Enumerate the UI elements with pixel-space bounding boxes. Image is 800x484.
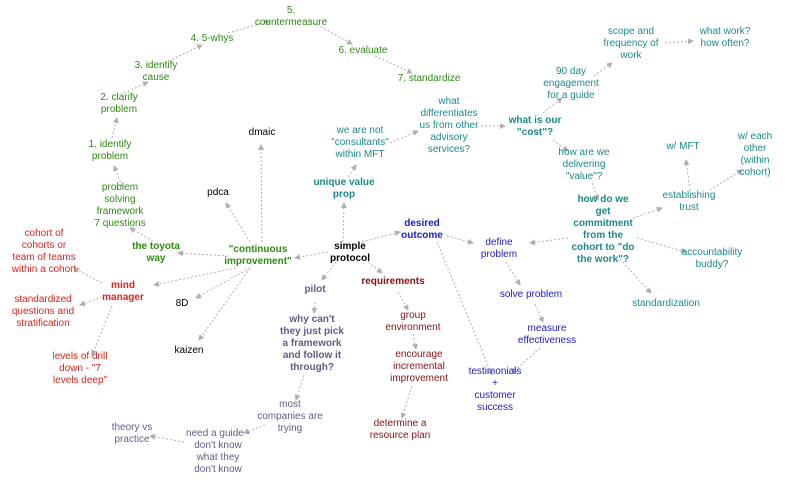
connector-line bbox=[347, 164, 357, 178]
node-toyota-way[interactable]: the toyota way bbox=[132, 241, 180, 264]
node-what-differentiates[interactable]: what differentiates us from other adviso… bbox=[419, 96, 479, 155]
node-step-identify-problem[interactable]: 1. identify problem bbox=[88, 139, 132, 162]
connector-line bbox=[129, 227, 154, 242]
connector-line bbox=[400, 385, 413, 419]
node-step-standardize[interactable]: 7. standardize bbox=[397, 73, 461, 84]
connector-line bbox=[111, 117, 119, 139]
connector-line bbox=[397, 291, 409, 311]
node-what-is-our-cost[interactable]: what is our "cost"? bbox=[508, 115, 562, 138]
connector-line bbox=[340, 202, 347, 243]
connector-line bbox=[225, 202, 251, 243]
node-simple-protocol[interactable]: simple protocol bbox=[330, 241, 370, 264]
connector-line bbox=[123, 81, 149, 94]
connector-line bbox=[412, 333, 418, 350]
node-pilot[interactable]: pilot bbox=[304, 284, 326, 295]
node-with-mft[interactable]: w/ MFT bbox=[666, 141, 700, 152]
connector-line bbox=[294, 251, 329, 261]
node-get-commitment[interactable]: how do we get commitment from the cohort… bbox=[571, 194, 635, 265]
node-standardized-questions[interactable]: standardized questions and stratificatio… bbox=[11, 294, 75, 329]
connector-line bbox=[664, 38, 694, 45]
connector-line bbox=[683, 159, 691, 191]
node-encourage-improvement[interactable]: encourage incremental improvement bbox=[390, 349, 448, 384]
node-not-consultants[interactable]: we are not "consultants" within MFT bbox=[331, 125, 389, 160]
node-kaizen[interactable]: kaizen bbox=[174, 345, 204, 356]
node-continuous-improvement[interactable]: "continuous improvement" bbox=[224, 244, 292, 267]
connector-line bbox=[636, 237, 687, 254]
connector-line bbox=[164, 44, 203, 64]
connector-line bbox=[258, 144, 265, 243]
node-testimonials[interactable]: testimonials + customer success bbox=[468, 366, 522, 413]
connector-line bbox=[113, 165, 123, 187]
node-step-5-whys[interactable]: 4. 5-whys bbox=[190, 33, 234, 44]
node-accountability-buddy[interactable]: accountability buddy? bbox=[681, 247, 743, 270]
connector-line bbox=[505, 261, 521, 286]
connector-line bbox=[311, 301, 318, 314]
node-establishing-trust[interactable]: establishing trust bbox=[662, 190, 716, 213]
connector-line bbox=[177, 250, 229, 257]
node-most-companies[interactable]: most companies are trying bbox=[257, 399, 323, 434]
node-measure-effectiveness[interactable]: measure effectiveness bbox=[517, 323, 577, 346]
node-resource-plan[interactable]: determine a resource plan bbox=[369, 418, 431, 441]
node-step-evaluate[interactable]: 6. evaluate bbox=[338, 45, 388, 56]
node-group-environment[interactable]: group environment bbox=[385, 310, 441, 333]
node-step-identify-cause[interactable]: 3. identify cause bbox=[134, 60, 178, 83]
node-theory-vs-practice[interactable]: theory vs practice bbox=[111, 422, 153, 445]
connector-line bbox=[361, 230, 401, 243]
node-dmaic[interactable]: dmaic bbox=[248, 127, 276, 138]
node-step-clarify-problem[interactable]: 2. clarify problem bbox=[100, 92, 138, 115]
node-scope-and-frequency[interactable]: scope and frequency of work bbox=[603, 26, 659, 61]
node-mind-manager[interactable]: mind manager bbox=[102, 280, 144, 303]
connector-line bbox=[374, 55, 413, 74]
connector-line bbox=[79, 296, 103, 307]
node-unique-value-prop[interactable]: unique value prop bbox=[313, 177, 375, 200]
node-levels-of-drill-down[interactable]: levels of drill down - "7 levels deep" bbox=[52, 351, 108, 386]
node-desired-outcome[interactable]: desired outcome bbox=[401, 218, 443, 241]
node-define-problem[interactable]: define problem bbox=[480, 237, 518, 260]
node-8d[interactable]: 8D bbox=[175, 298, 189, 309]
connector-line bbox=[591, 182, 600, 201]
node-90-day-engagement[interactable]: 90 day engagement for a guide bbox=[543, 66, 599, 101]
node-with-each-other[interactable]: w/ each other (within cohort) bbox=[737, 131, 773, 178]
node-problem-solving-framework[interactable]: problem solving framework 7 questions bbox=[94, 182, 146, 229]
connector-line bbox=[73, 267, 103, 284]
connector-line bbox=[632, 206, 663, 219]
connector-line bbox=[198, 267, 251, 341]
connector-line bbox=[195, 267, 251, 299]
node-step-countermeasure[interactable]: 5. countermeasure bbox=[254, 5, 328, 28]
connector-line bbox=[91, 305, 113, 356]
connector-line bbox=[534, 303, 544, 323]
node-delivering-value[interactable]: how are we delivering "value"? bbox=[558, 147, 610, 182]
connector-line bbox=[149, 433, 185, 443]
connector-line bbox=[367, 261, 383, 274]
node-cohort-of-cohorts[interactable]: cohort of cohorts or team of teams withi… bbox=[11, 228, 77, 275]
node-pdca[interactable]: pdca bbox=[207, 187, 229, 198]
node-need-a-guide[interactable]: need a guide - don't know what they don'… bbox=[186, 428, 250, 475]
node-requirements[interactable]: requirements bbox=[361, 276, 425, 287]
connector-line bbox=[153, 267, 237, 287]
node-standardization[interactable]: standardization bbox=[632, 298, 700, 309]
node-what-work[interactable]: what work? how often? bbox=[699, 26, 751, 49]
connector-line bbox=[542, 97, 563, 114]
connector-line bbox=[227, 19, 271, 34]
connector-line bbox=[294, 374, 305, 401]
node-solve-problem[interactable]: solve problem bbox=[499, 289, 563, 300]
connector-line bbox=[529, 237, 569, 246]
connector-line bbox=[389, 130, 419, 144]
node-why-cant-they[interactable]: why can't they just pick a framework and… bbox=[280, 314, 344, 373]
connector-line bbox=[552, 139, 569, 152]
connector-line bbox=[446, 235, 474, 245]
